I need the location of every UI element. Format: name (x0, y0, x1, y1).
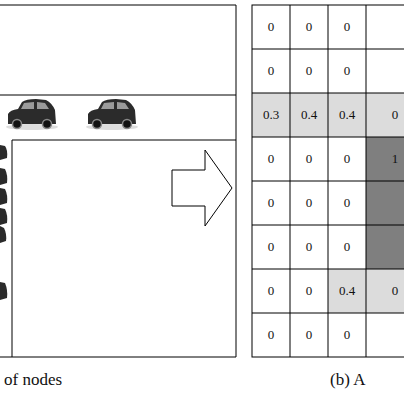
road-edge (12, 140, 13, 357)
table-cell: 0 (330, 238, 364, 256)
grid-lines (252, 5, 404, 357)
table-cell: 0 (292, 194, 326, 212)
table-cell: 0 (330, 150, 364, 168)
table-cell: 0 (330, 18, 364, 36)
table-cell: 0 (378, 106, 404, 124)
subfigure-caption: of nodes (4, 371, 164, 389)
table-cell: 0 (378, 282, 404, 300)
table-cell: 0 (254, 238, 288, 256)
table-cell: 0 (254, 62, 288, 80)
table-cell: 0 (330, 194, 364, 212)
border-line (0, 5, 236, 6)
table-cell: 0.4 (292, 106, 326, 124)
table-cell: 1 (378, 150, 404, 168)
table-cell: 0.4 (330, 106, 364, 124)
table-cell: 0 (254, 194, 288, 212)
table-cell: 0.3 (254, 106, 288, 124)
table-cell: 0 (254, 150, 288, 168)
table-cell: 0 (254, 282, 288, 300)
table-cell: 0 (292, 150, 326, 168)
table-cell: 0 (292, 326, 326, 344)
table-cell: 0 (330, 326, 364, 344)
border-line (236, 5, 237, 357)
table-cell: 0 (292, 62, 326, 80)
table-cell: 0 (292, 238, 326, 256)
table-cell: 0 (292, 282, 326, 300)
hollow-arrow (172, 150, 232, 226)
border-line (0, 357, 236, 358)
road-map (0, 5, 236, 357)
subfigure-caption: (b) A (330, 371, 404, 389)
table-cell: 0 (330, 62, 364, 80)
road-edge (0, 95, 236, 96)
car-icon (86, 99, 138, 130)
car-icon-cropped (0, 145, 7, 300)
road-edge (12, 140, 236, 141)
table-cell: 0.4 (330, 282, 364, 300)
table-cell: 0 (254, 326, 288, 344)
table-cell: 0 (292, 18, 326, 36)
table-cell: 0 (254, 18, 288, 36)
car-icon (6, 99, 58, 130)
